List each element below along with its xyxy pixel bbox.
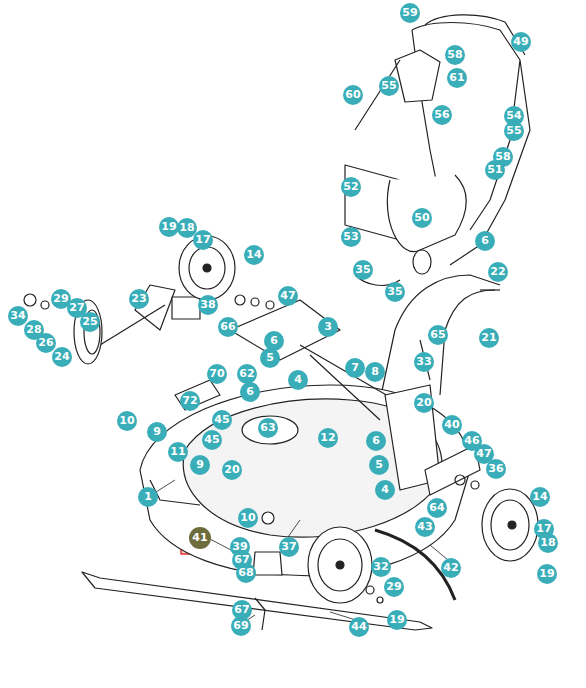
front-bracket xyxy=(425,445,480,495)
axle-rods xyxy=(300,345,395,420)
callout-number: 35 xyxy=(353,260,373,280)
callout-number: 7 xyxy=(345,358,365,378)
callout-number: 42 xyxy=(441,558,461,578)
callout-number: 8 xyxy=(365,362,385,382)
callout-number: 20 xyxy=(222,460,242,480)
callout-number: 3 xyxy=(318,317,338,337)
callout-number: 55 xyxy=(504,121,524,141)
callout-number: 45 xyxy=(202,430,222,450)
callout-number: 67 xyxy=(232,600,252,620)
callout-number: 60 xyxy=(343,85,363,105)
callout-number: 21 xyxy=(479,328,499,348)
callout-number: 17 xyxy=(193,230,213,250)
callout-number: 58 xyxy=(445,45,465,65)
callout-number: 56 xyxy=(432,105,452,125)
callout-number: 29 xyxy=(384,577,404,597)
callout-number: 50 xyxy=(412,208,432,228)
callout-number: 25 xyxy=(80,312,100,332)
callout-number: 5 xyxy=(369,455,389,475)
callout-number: 5 xyxy=(260,348,280,368)
handle-knob xyxy=(413,250,431,274)
callout-number: 35 xyxy=(385,282,405,302)
blade-bolt xyxy=(255,598,265,630)
lever xyxy=(175,380,220,410)
callout-number: 70 xyxy=(207,364,227,384)
control-box xyxy=(395,50,440,102)
callout-number: 24 xyxy=(52,347,72,367)
callout-number: 45 xyxy=(212,410,232,430)
callout-number: 64 xyxy=(427,498,447,518)
rear-bracket xyxy=(100,285,175,345)
callout-number: 49 xyxy=(511,32,531,52)
callout-number: 32 xyxy=(371,557,391,577)
callout-number: 72 xyxy=(180,391,200,411)
callout-number: 47 xyxy=(278,286,298,306)
handle-grip xyxy=(425,15,525,55)
callout-number: 12 xyxy=(318,428,338,448)
lower-handle xyxy=(380,275,500,400)
callout-number: 10 xyxy=(238,508,258,528)
handle-bracket xyxy=(387,175,466,252)
washers xyxy=(24,294,479,603)
callout-number: 9 xyxy=(147,422,167,442)
bolt xyxy=(480,289,500,290)
callout-number: 62 xyxy=(237,364,257,384)
callout-number: 10 xyxy=(117,411,137,431)
callout-number: 18 xyxy=(538,533,558,553)
callout-number: 59 xyxy=(400,3,420,23)
blade-adapter xyxy=(253,552,282,575)
callout-number: 40 xyxy=(442,415,462,435)
callout-number: 51 xyxy=(485,160,505,180)
callout-number: 4 xyxy=(375,480,395,500)
callout-number: 6 xyxy=(240,382,260,402)
callout-number: 38 xyxy=(198,295,218,315)
callout-number: 19 xyxy=(159,217,179,237)
callout-number: 6 xyxy=(366,431,386,451)
callout-number: 63 xyxy=(258,418,278,438)
wheel-front-left xyxy=(308,527,372,603)
callout-number: 52 xyxy=(341,177,361,197)
blade xyxy=(82,572,432,630)
callout-number: 14 xyxy=(530,487,550,507)
callout-number: 44 xyxy=(349,617,369,637)
callout-number: 53 xyxy=(341,227,361,247)
callout-number: 41 xyxy=(189,527,211,549)
callout-number: 6 xyxy=(475,231,495,251)
callout-number: 55 xyxy=(379,76,399,96)
callout-number: 19 xyxy=(537,564,557,584)
callout-number: 36 xyxy=(486,459,506,479)
callout-number: 20 xyxy=(414,393,434,413)
deck-skirt xyxy=(150,480,200,505)
callout-number: 22 xyxy=(488,262,508,282)
callout-number: 9 xyxy=(190,455,210,475)
callout-number: 19 xyxy=(387,610,407,630)
adjuster-plate xyxy=(230,300,340,360)
deck xyxy=(140,385,470,576)
callout-number: 1 xyxy=(138,487,158,507)
callout-number: 65 xyxy=(428,325,448,345)
callout-number: 11 xyxy=(168,442,188,462)
drive-box xyxy=(172,297,200,319)
callout-number: 66 xyxy=(218,317,238,337)
callout-number: 33 xyxy=(414,352,434,372)
callout-number: 14 xyxy=(244,245,264,265)
callout-number: 4 xyxy=(288,370,308,390)
callout-number: 43 xyxy=(415,517,435,537)
callout-number: 37 xyxy=(279,537,299,557)
callout-number: 23 xyxy=(129,289,149,309)
callout-number: 61 xyxy=(447,68,467,88)
leader-lines xyxy=(156,480,448,626)
motor-mount xyxy=(242,416,298,444)
callout-number: 68 xyxy=(236,563,256,583)
